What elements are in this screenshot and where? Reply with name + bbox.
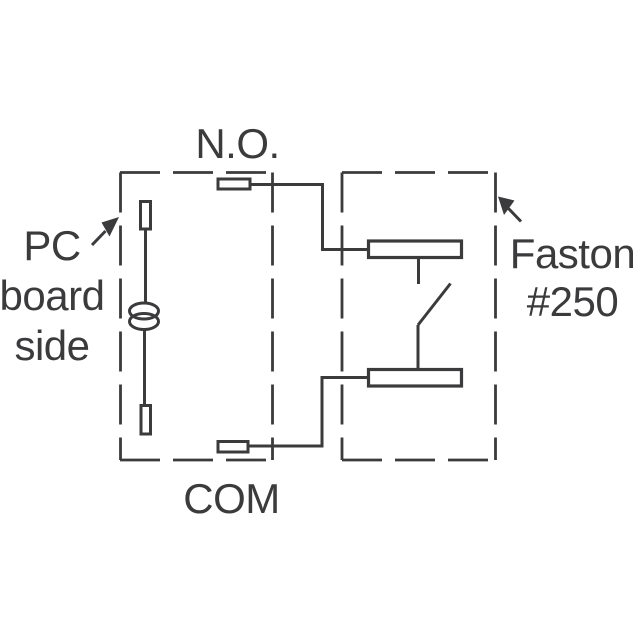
switch-blade	[416, 282, 452, 326]
faston-label: Faston #250	[504, 230, 640, 326]
pc-board-side-label-line1: PC	[23, 222, 81, 269]
coil-loop-upper	[128, 301, 160, 321]
pc-arrow-head-icon	[101, 217, 119, 237]
pc-board-side-label-line2: board	[0, 272, 105, 319]
pc-board-side-label: PC board side	[0, 221, 110, 371]
com-wire	[249, 376, 367, 448]
switch-contact	[416, 258, 452, 369]
pc-board-side-boundary	[119, 171, 274, 462]
no-label-text: N.O.	[195, 120, 280, 167]
faston-terminal-top	[366, 239, 464, 260]
com-terminal-pad	[216, 440, 250, 454]
faston-label-line1: Faston	[509, 230, 636, 277]
faston-terminal-bottom	[366, 367, 464, 388]
faston-arrow-shaft	[507, 207, 523, 223]
no-terminal-pad	[216, 177, 252, 191]
pc-board-side-label-line3: side	[14, 322, 90, 369]
faston-arrow	[498, 196, 523, 223]
faston-label-line2: #250	[526, 278, 619, 325]
faston-arrow-head-icon	[498, 196, 515, 215]
schematic-linework	[90, 171, 523, 462]
coil-pin-bottom	[139, 404, 152, 436]
com-label: COM	[174, 476, 289, 522]
faston-boundary	[340, 171, 497, 462]
pc-board-side-arrow	[90, 217, 119, 247]
coil-pin-top	[139, 200, 152, 231]
no-label: N.O.	[180, 121, 295, 167]
coil-loop-lower	[128, 312, 160, 331]
pc-arrow-shaft	[90, 229, 107, 247]
com-label-text: COM	[183, 475, 280, 522]
no-wire	[251, 183, 367, 251]
relay-coil	[128, 200, 160, 436]
